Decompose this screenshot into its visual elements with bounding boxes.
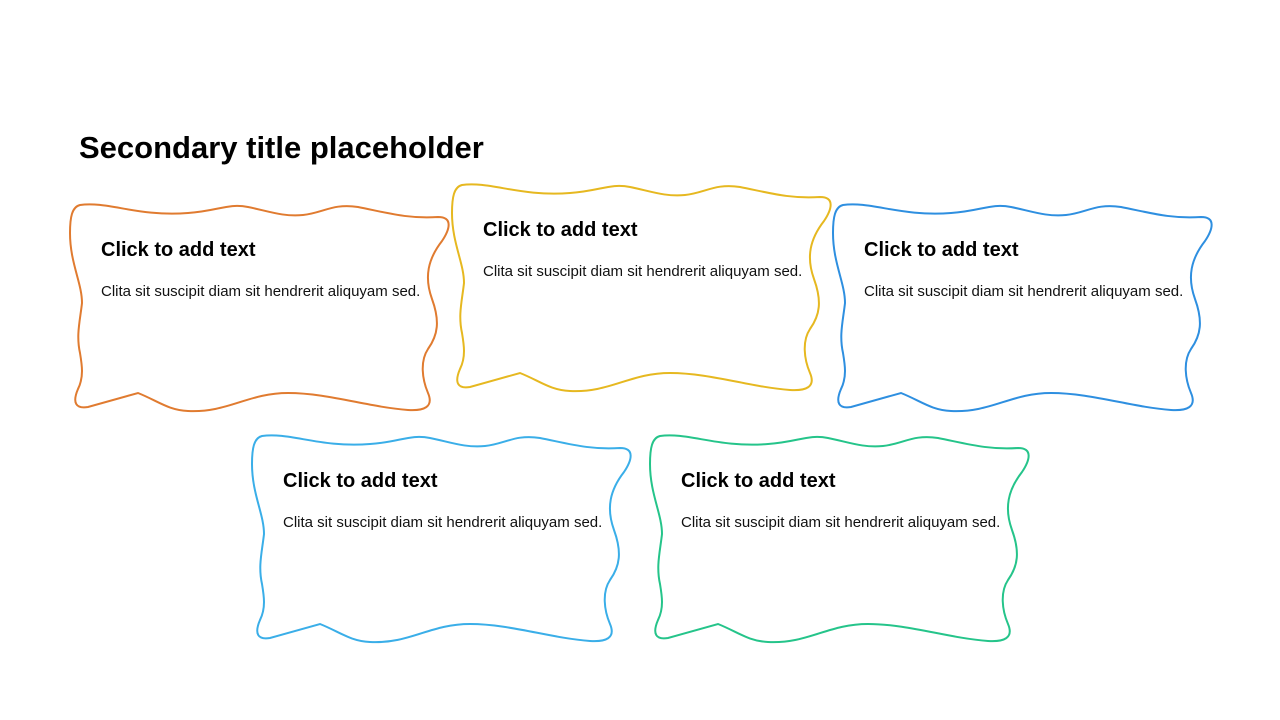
card-heading[interactable]: Click to add text [283,470,438,492]
card-heading[interactable]: Click to add text [681,470,836,492]
wavy-frame [450,183,832,393]
card-body[interactable]: Clita sit suscipit diam sit hendrerit al… [483,263,803,280]
card-body[interactable]: Clita sit suscipit diam sit hendrerit al… [864,283,1184,300]
text-card-5[interactable]: Click to add text Clita sit suscipit dia… [648,434,1030,646]
card-body[interactable]: Clita sit suscipit diam sit hendrerit al… [681,514,1001,531]
card-body[interactable]: Clita sit suscipit diam sit hendrerit al… [283,514,603,531]
text-card-3[interactable]: Click to add text Clita sit suscipit dia… [831,203,1213,415]
text-card-2[interactable]: Click to add text Clita sit suscipit dia… [450,183,832,395]
card-heading[interactable]: Click to add text [101,239,256,261]
secondary-title[interactable]: Secondary title placeholder [79,130,484,165]
text-card-4[interactable]: Click to add text Clita sit suscipit dia… [250,434,632,646]
card-body[interactable]: Clita sit suscipit diam sit hendrerit al… [101,283,421,300]
card-heading[interactable]: Click to add text [864,239,1019,261]
wavy-frame [68,203,450,413]
wavy-frame [648,434,1030,644]
wavy-frame [831,203,1213,413]
wavy-frame [250,434,632,644]
text-card-1[interactable]: Click to add text Clita sit suscipit dia… [68,203,450,415]
card-heading[interactable]: Click to add text [483,219,638,241]
